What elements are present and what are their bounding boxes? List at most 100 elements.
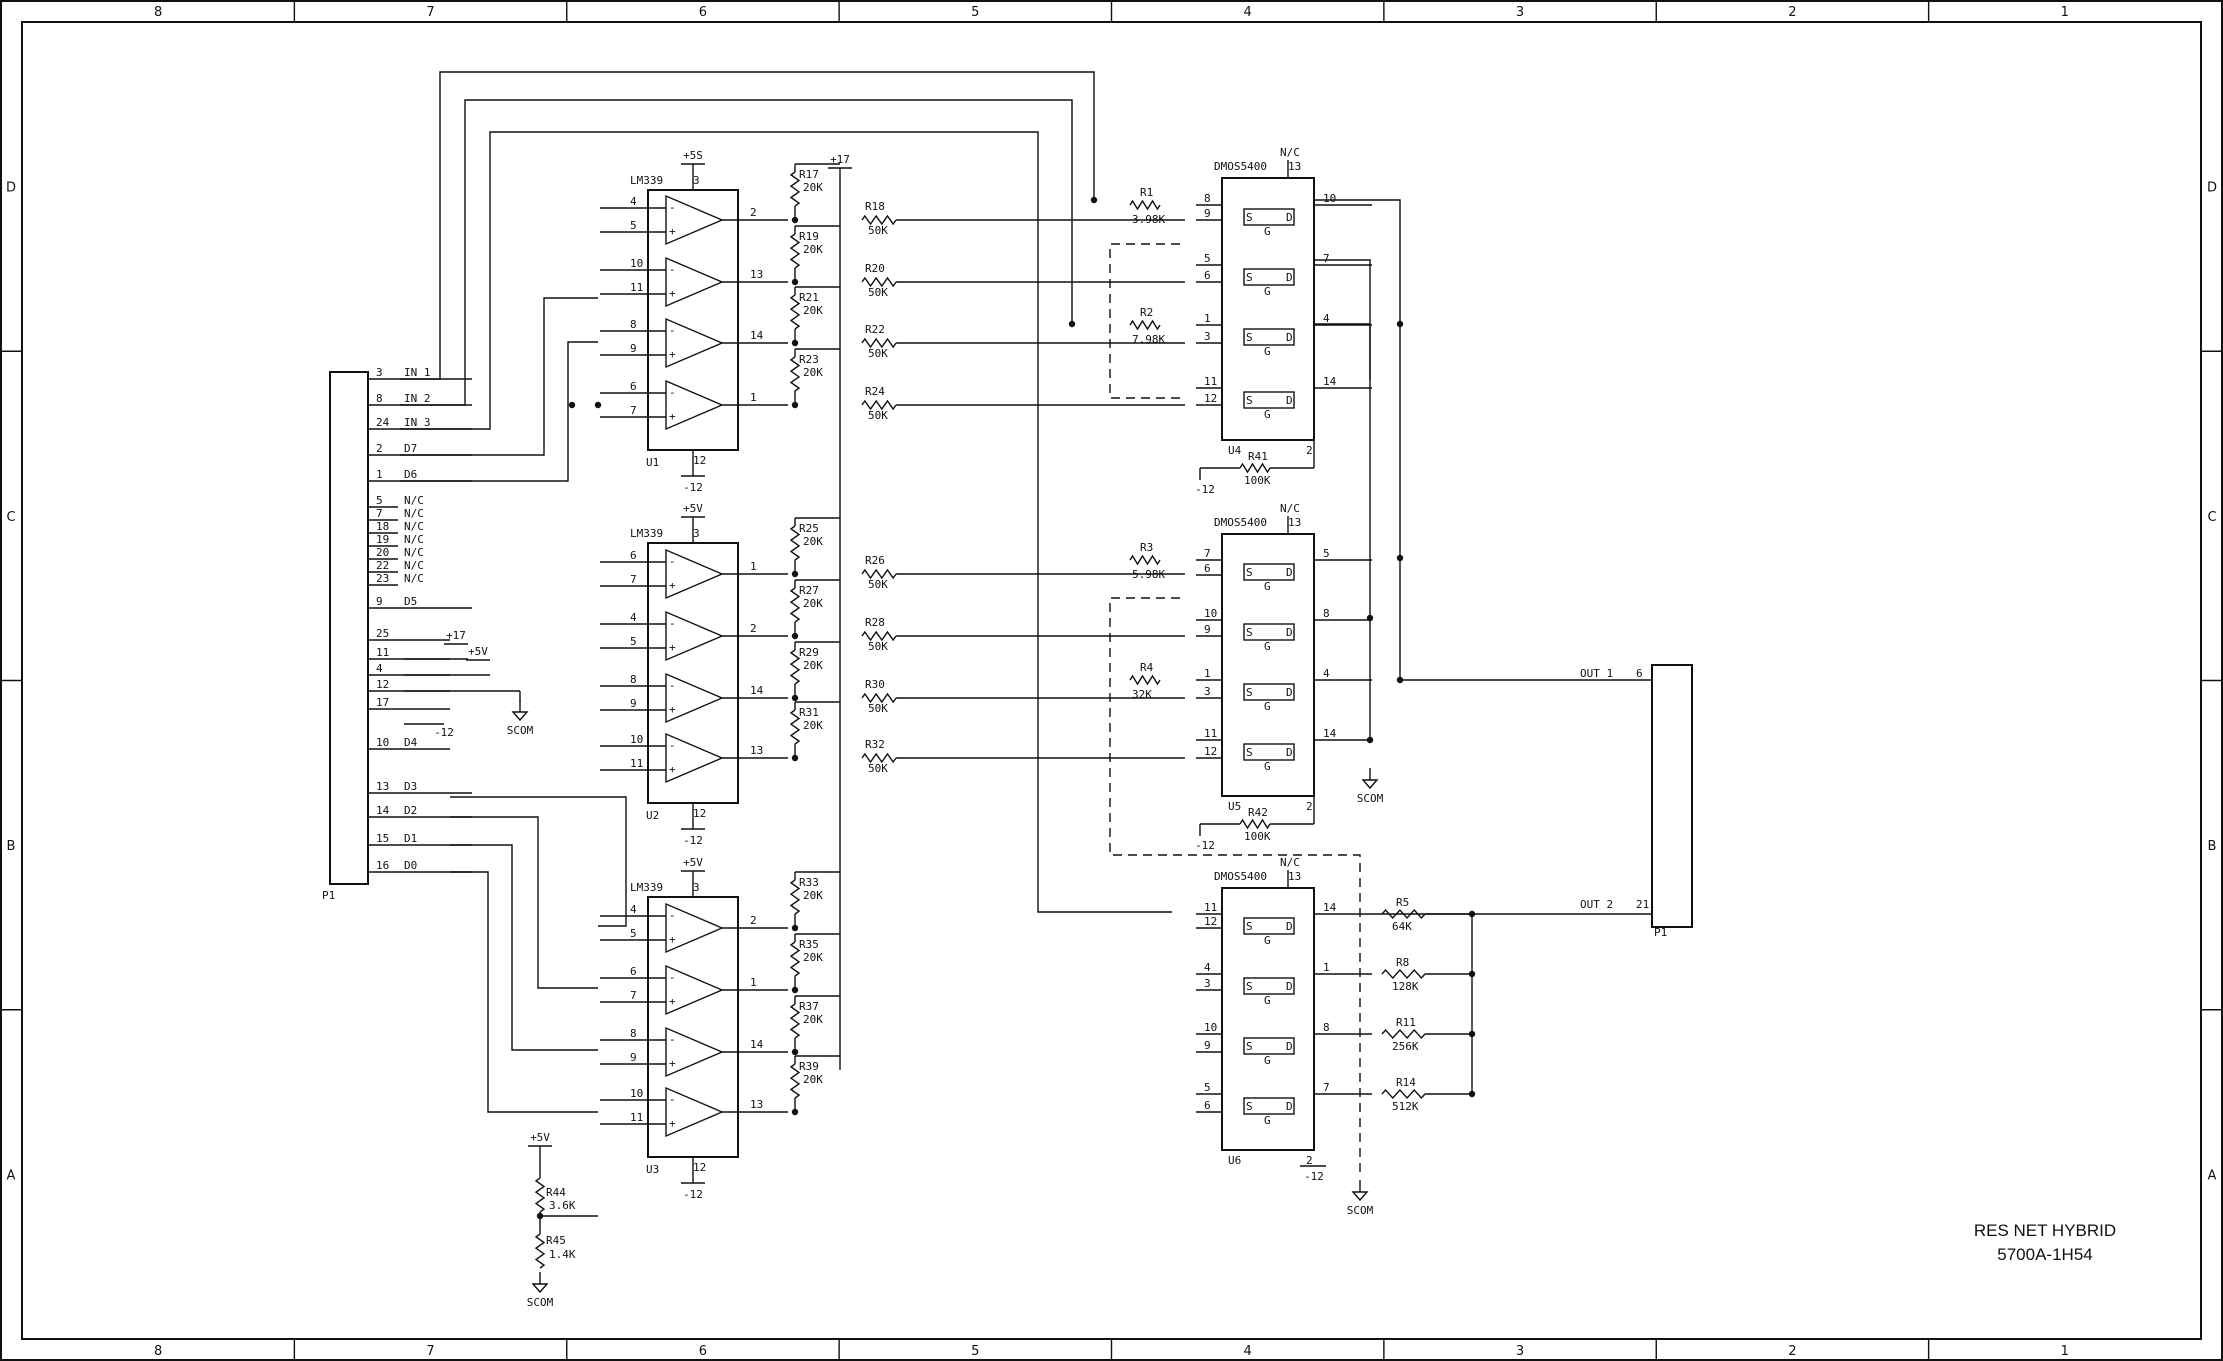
routing-wire xyxy=(400,297,598,456)
switch-left-pin: 5 xyxy=(1204,252,1211,265)
connector-pin-number: 24 xyxy=(376,416,390,429)
zone-col-label: 2 xyxy=(1788,5,1796,20)
pullup-resistor xyxy=(789,233,801,269)
pullup-value: 20K xyxy=(803,243,823,256)
series-resistor xyxy=(861,630,897,642)
comparator-triangle xyxy=(665,548,724,600)
comparator-triangle xyxy=(665,610,724,662)
comparator-U1 xyxy=(647,189,739,451)
connector-signal-name: IN 1 xyxy=(404,366,431,379)
junction-dot xyxy=(791,570,799,578)
switch-fet-g: G xyxy=(1264,1054,1271,1067)
switch-left-pin: 10 xyxy=(1204,1021,1217,1034)
comparator-pin-b: 9 xyxy=(630,342,637,355)
zone-col-label: 4 xyxy=(1244,5,1252,20)
connector-pin-number: 11 xyxy=(376,646,389,659)
switch-r-bias-ref: R42 xyxy=(1248,806,1268,819)
comparator-pin-b: 11 xyxy=(630,281,643,294)
pullup-ref: R37 xyxy=(799,1000,819,1013)
switch-fet-body xyxy=(1243,683,1295,701)
comparator-pin-a: 6 xyxy=(630,380,637,393)
switch-r-mid xyxy=(1129,674,1161,686)
switch-left-pin: 12 xyxy=(1204,745,1217,758)
switch-right-pin: 4 xyxy=(1323,667,1330,680)
comparator-minus: - xyxy=(669,555,676,568)
pullup-resistor xyxy=(789,941,801,977)
series-resistor xyxy=(861,399,897,411)
comparator-plus: + xyxy=(669,1057,676,1070)
junction-dot xyxy=(1396,320,1404,328)
switch-fet-s: S xyxy=(1246,1100,1253,1113)
comparator-pin-a: 10 xyxy=(630,733,643,746)
switch-r-top xyxy=(1129,199,1161,211)
switch-fet-d: D xyxy=(1286,331,1293,344)
pullup-resistor xyxy=(789,1063,801,1099)
connector-p1-right-ref: P1 xyxy=(1654,926,1667,939)
switch-r-top-value: 3.98K xyxy=(1132,213,1165,226)
switch-U4 xyxy=(1221,177,1315,441)
switch-fet-body xyxy=(1243,743,1295,761)
pullup-resistor xyxy=(789,294,801,330)
series-value: 50K xyxy=(868,286,888,299)
comparator-triangle xyxy=(665,379,724,431)
connector-pin-number: 19 xyxy=(376,533,389,546)
switch-U6 xyxy=(1221,887,1315,1151)
comparator-plus: + xyxy=(669,287,676,300)
zone-col-label: 8 xyxy=(154,1344,162,1359)
comparator-pin-b: 9 xyxy=(630,697,637,710)
switch-part: DMOS5400 xyxy=(1214,160,1267,173)
comparator-gnd-pin: 12 xyxy=(693,1161,706,1174)
zone-col-label: 5 xyxy=(971,1344,979,1359)
junction-dot xyxy=(1396,554,1404,562)
switch-fet-g: G xyxy=(1264,640,1271,653)
connector-signal-name: D0 xyxy=(404,859,417,872)
comparator-plus: + xyxy=(669,933,676,946)
series-ref: R26 xyxy=(865,554,885,567)
comparator-pin-a: 10 xyxy=(630,257,643,270)
connector-signal-name: D6 xyxy=(404,468,417,481)
switch-fet-s: S xyxy=(1246,920,1253,933)
zone-col-label: 2 xyxy=(1788,1344,1796,1359)
pullup-resistor xyxy=(789,879,801,915)
switch-left-pin: 6 xyxy=(1204,1099,1211,1112)
switch-fet-g: G xyxy=(1264,700,1271,713)
switch-fet-s: S xyxy=(1246,626,1253,639)
output-resistor-ref: R14 xyxy=(1396,1076,1416,1089)
comparator-pin-a: 10 xyxy=(630,1087,643,1100)
pullup-value: 20K xyxy=(803,719,823,732)
switch-bottom-pin: 2 xyxy=(1306,800,1313,813)
connector-pin-number: 5 xyxy=(376,494,383,507)
rail-label: +17 xyxy=(446,629,466,642)
comparator-ref: U1 xyxy=(646,456,659,469)
divider-r44-ref: R44 xyxy=(546,1186,566,1199)
switch-r-bias xyxy=(1239,818,1271,830)
pullup-ref: R29 xyxy=(799,646,819,659)
comparator-vcc-pin: 3 xyxy=(693,881,700,894)
ground-symbol xyxy=(1361,779,1379,790)
series-resistor xyxy=(861,276,897,288)
neg-rail-label: -12 xyxy=(434,726,454,739)
comparator-pin-b: 7 xyxy=(630,989,637,1002)
comparator-pin-b: 7 xyxy=(630,573,637,586)
comparator-minus: - xyxy=(669,617,676,630)
switch-right-pin: 14 xyxy=(1323,901,1337,914)
comparator-U3 xyxy=(647,896,739,1158)
switch-r-top-value: 5.98K xyxy=(1132,568,1165,581)
comparator-ref: U2 xyxy=(646,809,659,822)
components xyxy=(329,171,1693,1294)
output-resistor-value: 512K xyxy=(1392,1100,1419,1113)
switch-left-pin: 10 xyxy=(1204,607,1217,620)
pullup-resistor xyxy=(789,649,801,685)
pullup-value: 20K xyxy=(803,304,823,317)
pullup-ref: R25 xyxy=(799,522,819,535)
switch-fet-g: G xyxy=(1264,934,1271,947)
comparator-triangle xyxy=(665,902,724,954)
switch-fet-body xyxy=(1243,563,1295,581)
junction-dot xyxy=(791,339,799,347)
switch-fet-d: D xyxy=(1286,566,1293,579)
comparator-pin-b: 9 xyxy=(630,1051,637,1064)
series-resistor xyxy=(861,692,897,704)
junction-dot xyxy=(568,401,576,409)
routing-wire xyxy=(450,871,598,1113)
comparator-pin-a: 4 xyxy=(630,903,637,916)
